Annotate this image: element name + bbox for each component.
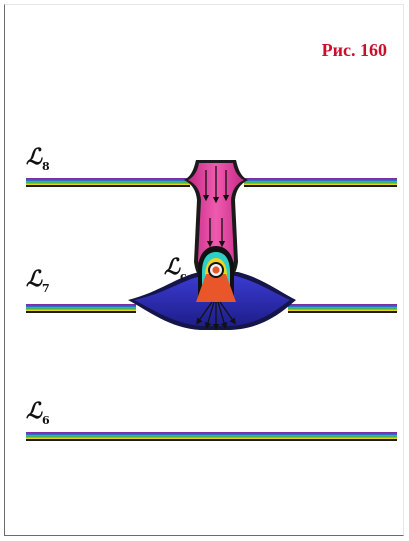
stripe-line <box>26 304 136 306</box>
svg-text:ℒ: ℒ <box>164 254 181 280</box>
layer-8-label: ℒ 8 <box>26 144 50 173</box>
stripe-line <box>26 436 397 438</box>
stripe-line <box>244 181 397 183</box>
stripe-line <box>288 307 397 309</box>
stripe-line <box>26 179 190 181</box>
channel-label: ℒ c <box>164 254 187 283</box>
stripe-line <box>26 310 136 312</box>
stripe-line <box>288 304 397 306</box>
stripe-line <box>26 311 136 313</box>
stripe-line <box>26 305 136 307</box>
core-dot <box>212 266 219 273</box>
stripe-line <box>26 307 136 309</box>
svg-text:6: 6 <box>42 414 50 427</box>
stripe-line <box>26 181 190 183</box>
stripe-line <box>288 308 397 310</box>
stripe-line <box>26 435 397 437</box>
stripe-line <box>26 433 397 435</box>
layer-7-label: ℒ 7 <box>26 266 50 295</box>
svg-text:ℒ: ℒ <box>26 266 43 292</box>
stripe-line <box>244 178 397 180</box>
svg-text:c: c <box>180 270 187 283</box>
layer-6-label: ℒ 6 <box>26 398 50 427</box>
stripe-line <box>244 182 397 184</box>
layer-6-stripes <box>26 432 397 441</box>
svg-text:ℒ: ℒ <box>26 144 43 170</box>
stripe-line <box>26 439 397 441</box>
stripe-line <box>288 305 397 307</box>
stripe-line <box>26 308 136 310</box>
stripe-line <box>26 432 397 434</box>
stripe-line <box>26 178 190 180</box>
stripe-line <box>26 438 397 440</box>
svg-text:ℒ: ℒ <box>26 398 43 424</box>
stripe-line <box>26 184 190 186</box>
stripe-line <box>288 311 397 313</box>
svg-text:7: 7 <box>42 282 50 295</box>
stripe-line <box>26 182 190 184</box>
stripe-line <box>244 184 397 186</box>
stripe-line <box>244 185 397 187</box>
stripe-line <box>244 179 397 181</box>
stripe-line <box>288 310 397 312</box>
svg-text:8: 8 <box>42 160 50 173</box>
stripe-line <box>26 185 190 187</box>
